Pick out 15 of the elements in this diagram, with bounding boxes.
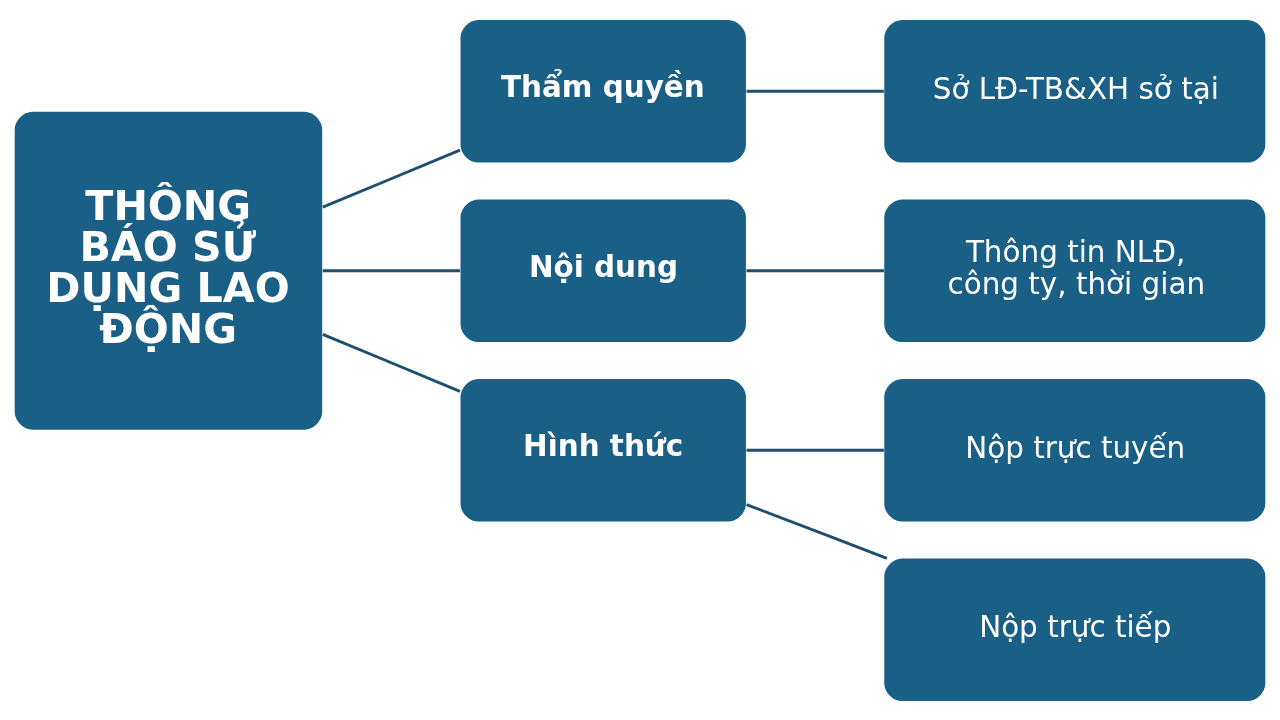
node-box: Thẩm quyền [460, 19, 746, 163]
node-box: Nộp trực tiếp [884, 557, 1266, 701]
connector [746, 89, 884, 93]
connector [746, 268, 884, 272]
node-box: Nội dung [460, 198, 746, 342]
connector [322, 268, 460, 272]
connector [746, 502, 888, 560]
node-box: THÔNG BÁO SỬ DỤNG LAO ĐỘNG [14, 111, 323, 430]
connector [322, 332, 461, 393]
node-box: Thông tin NLĐ, công ty, thời gian [884, 198, 1266, 342]
connector [746, 448, 884, 452]
connector [322, 148, 461, 209]
node-box: Hình thức [460, 378, 746, 522]
node-box: Sở LĐ-TB&XH sở tại [884, 19, 1266, 163]
node-box: Nộp trực tuyến [884, 378, 1266, 522]
